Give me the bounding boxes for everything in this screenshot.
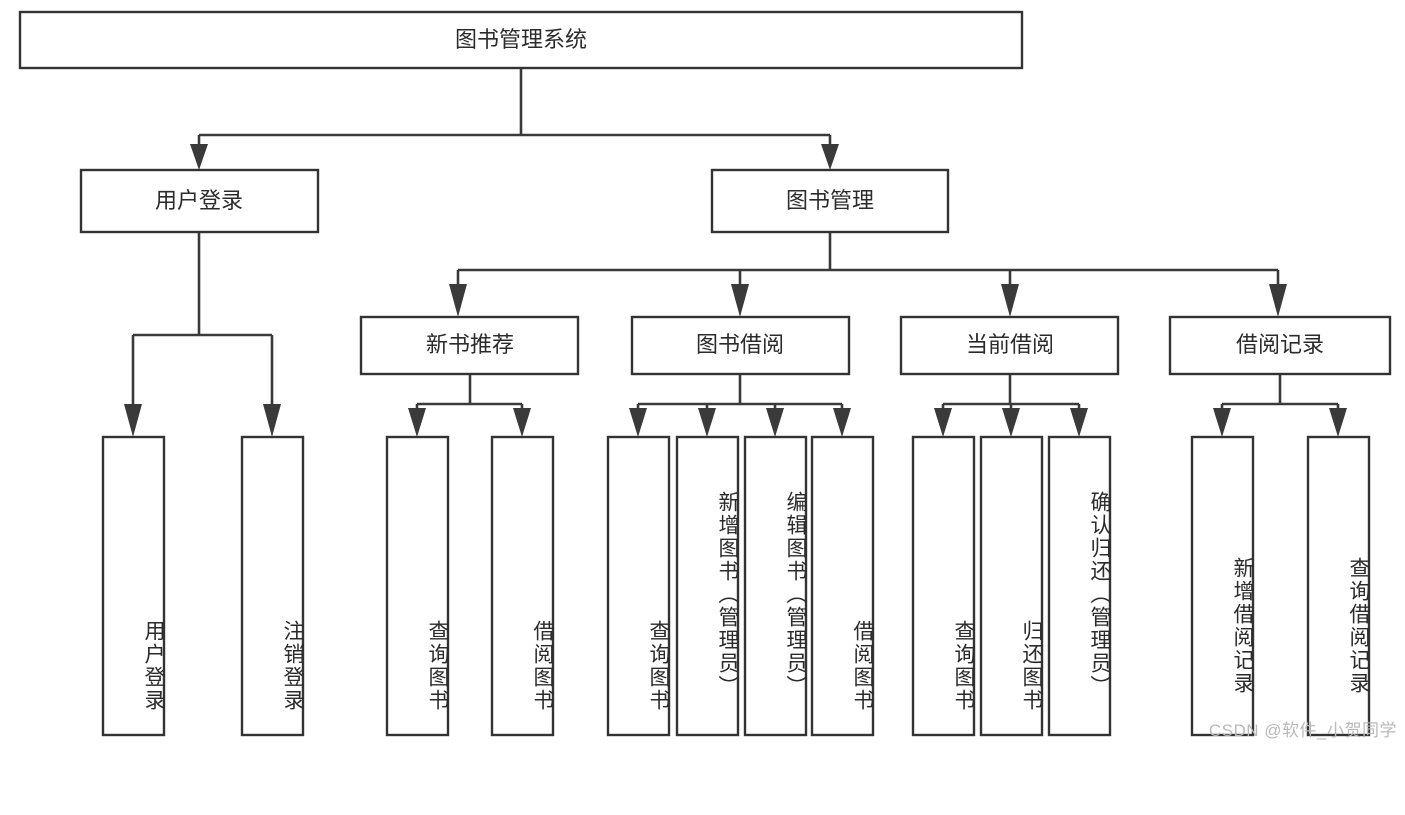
arrow-current-borrow-leaf-1 xyxy=(934,408,952,437)
node-label-borrow-record: 借阅记录 xyxy=(1236,332,1324,357)
leaf-box-book-borrow-0[interactable] xyxy=(606,435,671,737)
leaf-box-current-borrow-1[interactable] xyxy=(979,435,1044,737)
leaf-box-borrow-record-1[interactable] xyxy=(1306,435,1371,737)
arrow-current-borrow-leaf-2 xyxy=(1002,408,1020,437)
arrow-book-mgmt-to-current-borrow xyxy=(1001,284,1019,317)
node-label-book-borrow: 图书借阅 xyxy=(696,332,784,357)
leaf-box-current-borrow-0[interactable] xyxy=(911,435,976,737)
node-box-root[interactable] xyxy=(18,10,1024,70)
arrow-book-borrow-leaf-1 xyxy=(629,408,647,437)
leaf-box-book-borrow-1[interactable] xyxy=(675,435,740,737)
leaf-box-book-borrow-2[interactable] xyxy=(743,435,808,737)
node-label-root: 图书管理系统 xyxy=(455,27,587,52)
arrow-current-borrow-leaf-3 xyxy=(1070,408,1088,437)
arrow-book-mgmt-to-book-borrow xyxy=(731,284,749,317)
node-box-book-borrow[interactable] xyxy=(630,315,851,376)
node-box-current-borrow[interactable] xyxy=(899,315,1120,376)
arrow-borrow-record-leaf-1 xyxy=(1213,408,1231,437)
arrow-root-to-user-login xyxy=(190,144,208,170)
node-label-new-book-rec: 新书推荐 xyxy=(426,332,514,357)
node-box-borrow-record[interactable] xyxy=(1168,315,1392,376)
node-label-book-mgmt: 图书管理 xyxy=(786,188,874,213)
leaf-box-new-book-rec-0[interactable] xyxy=(385,435,450,737)
node-layer: 图书管理系统 用户登录 图书管理 新书推荐 图书借阅 当前借阅 借阅记录 xyxy=(18,10,1392,737)
leaf-box-borrow-record-0[interactable] xyxy=(1190,435,1255,737)
arrow-book-mgmt-to-new-book-rec xyxy=(449,284,467,317)
arrow-book-mgmt-to-borrow-record xyxy=(1269,284,1287,317)
arrow-book-borrow-leaf-3 xyxy=(766,408,784,437)
csdn-watermark: CSDN @软件_小贺同学 xyxy=(1208,721,1397,740)
hierarchy-diagram: 图书管理系统 用户登录 图书管理 新书推荐 图书借阅 当前借阅 借阅记录 xyxy=(18,10,1397,740)
node-label-current-borrow: 当前借阅 xyxy=(966,332,1054,357)
arrow-new-book-rec-leaf-2 xyxy=(513,408,531,437)
arrow-book-borrow-leaf-4 xyxy=(833,408,851,437)
leaf-box-book-borrow-3[interactable] xyxy=(810,435,875,737)
arrow-user-login-leaf-2 xyxy=(263,404,281,437)
arrow-new-book-rec-leaf-1 xyxy=(408,408,426,437)
leaf-box-user-login-1[interactable] xyxy=(240,435,305,737)
leaf-box-new-book-rec-1[interactable] xyxy=(490,435,555,737)
arrow-user-login-leaf-1 xyxy=(124,404,142,437)
arrow-borrow-record-leaf-2 xyxy=(1329,408,1347,437)
node-box-new-book-rec[interactable] xyxy=(359,315,580,376)
node-label-user-login: 用户登录 xyxy=(155,188,243,213)
leaf-box-current-borrow-2[interactable] xyxy=(1047,435,1112,737)
node-box-book-mgmt[interactable] xyxy=(710,168,950,234)
connector-layer xyxy=(124,68,1347,437)
node-box-user-login[interactable] xyxy=(79,168,320,234)
diagram-canvas: 图书管理系统 用户登录 图书管理 新书推荐 图书借阅 当前借阅 借阅记录 xyxy=(18,10,1392,737)
arrow-book-borrow-leaf-2 xyxy=(698,408,716,437)
leaf-box-user-login-0[interactable] xyxy=(101,435,166,737)
arrow-root-to-book-mgmt xyxy=(821,144,839,170)
